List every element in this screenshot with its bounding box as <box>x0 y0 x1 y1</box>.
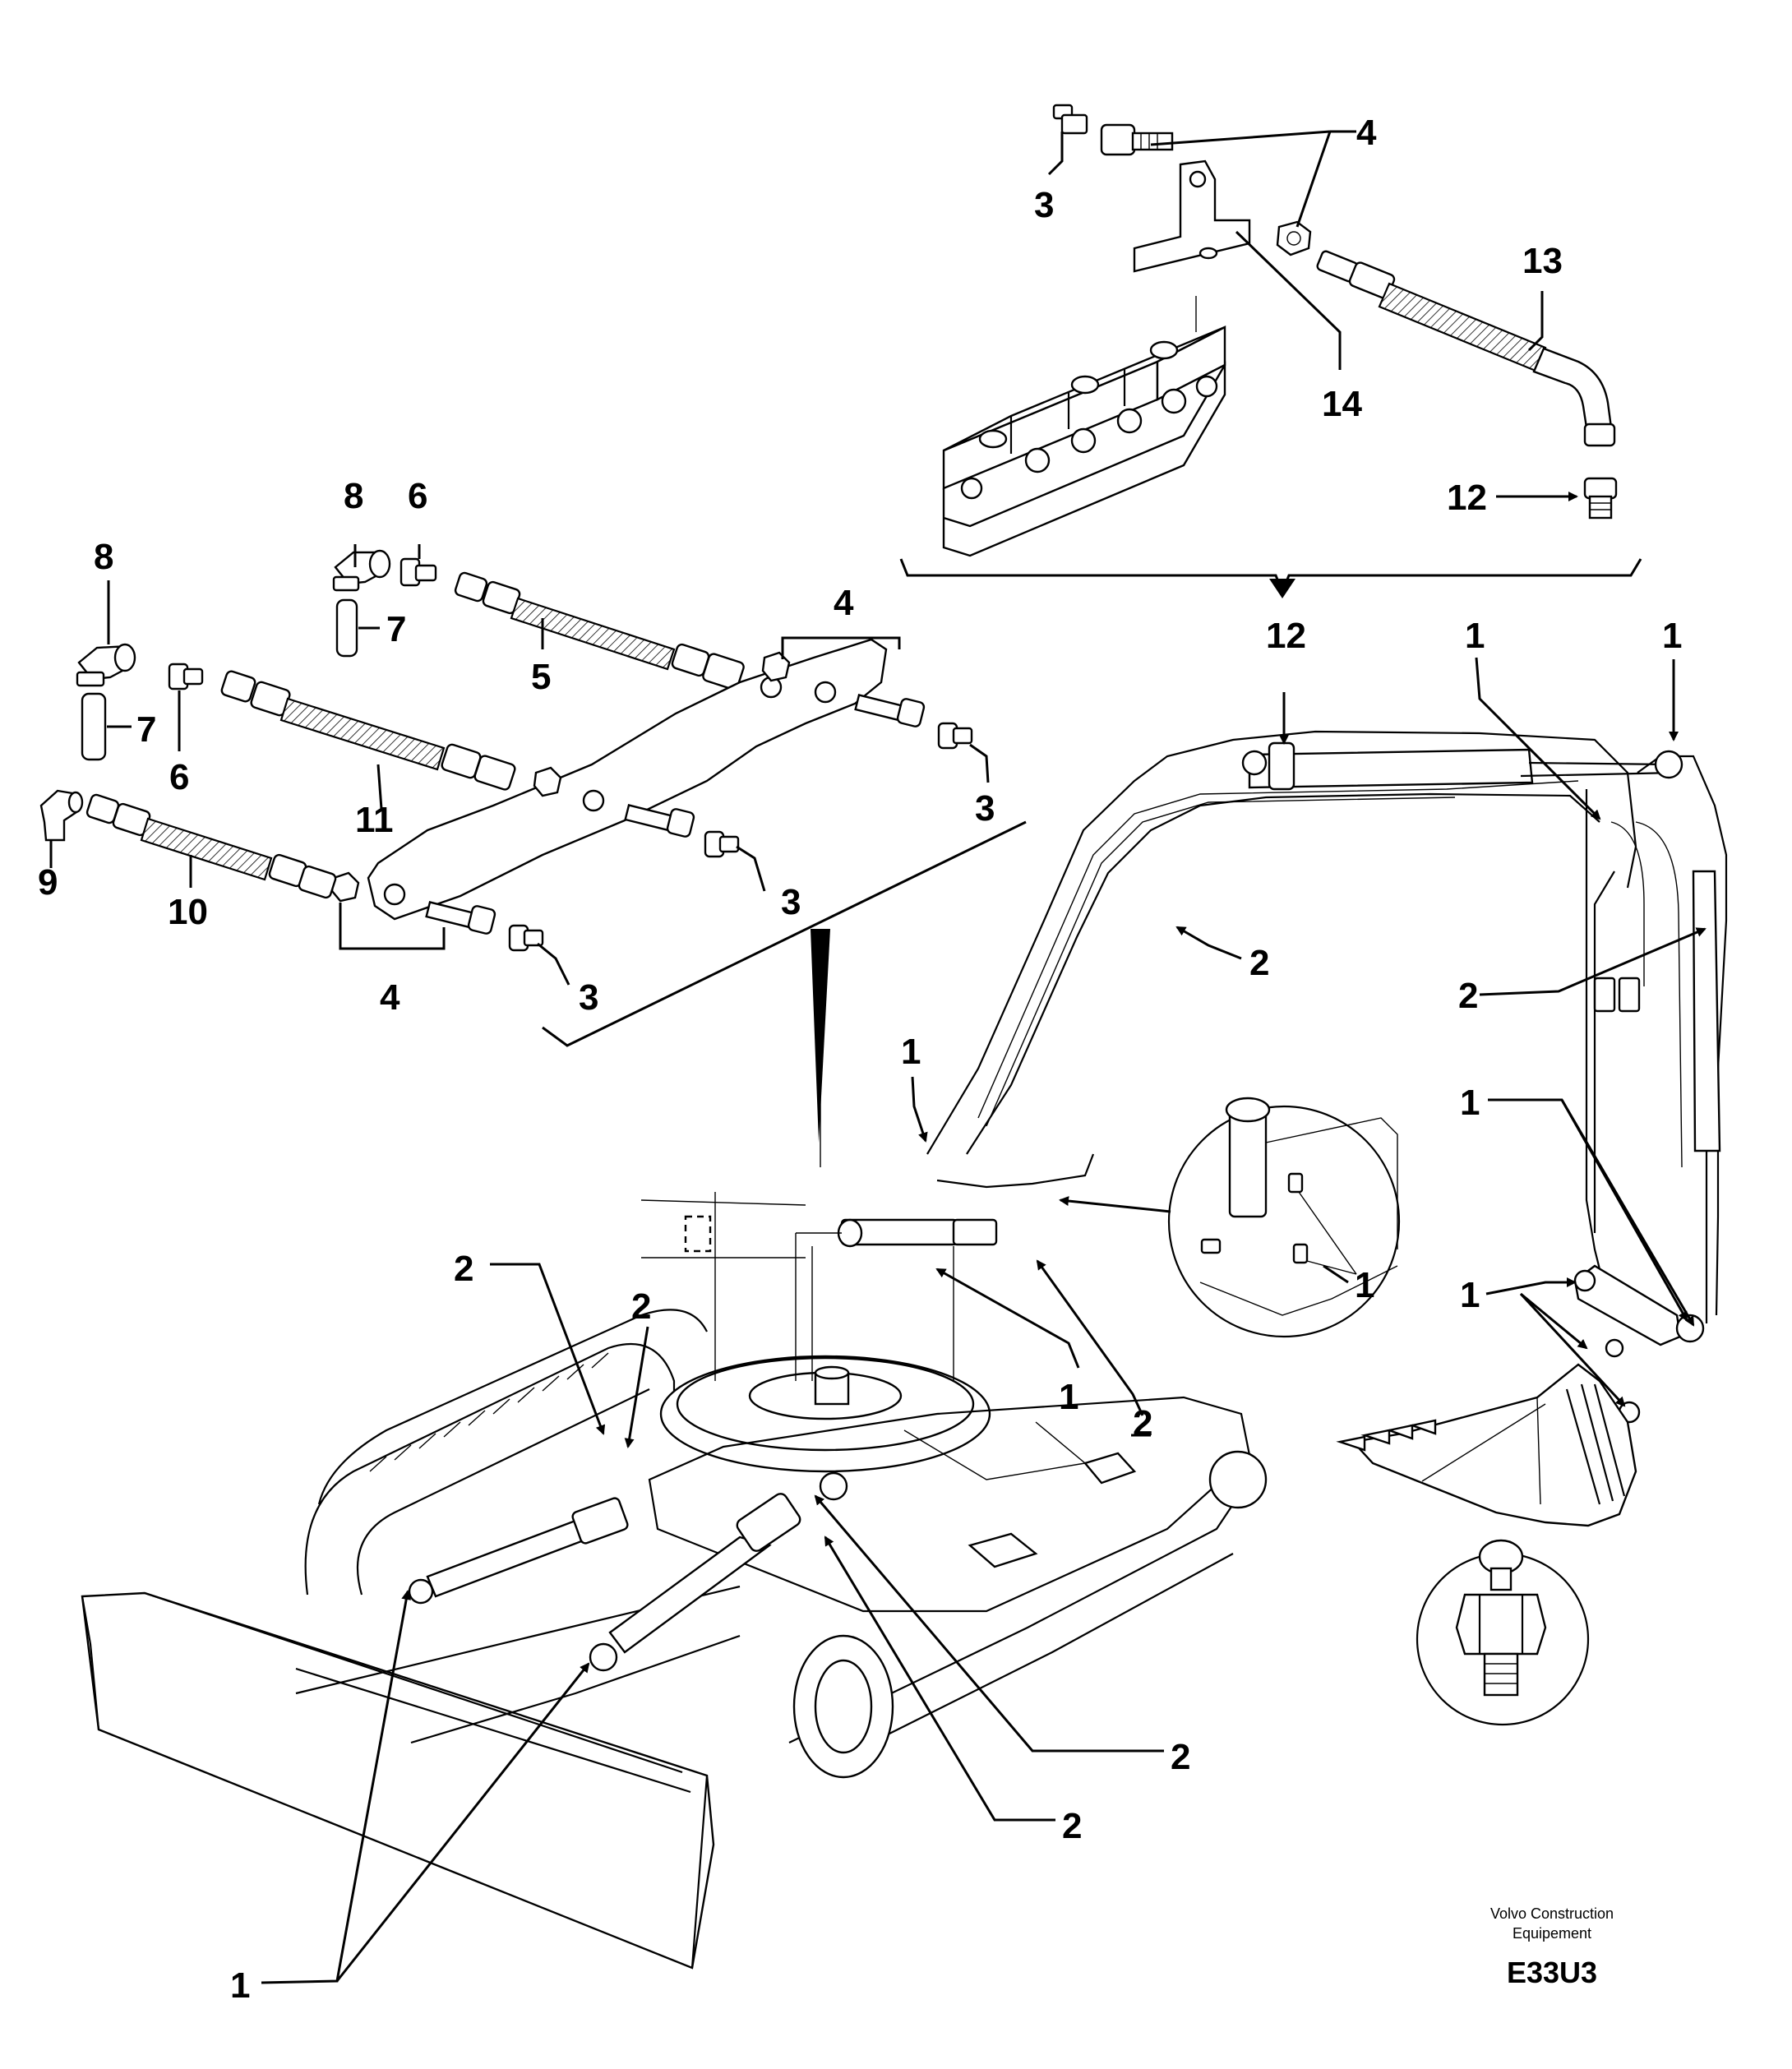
callout-1: 1 <box>1662 616 1682 656</box>
hose-kit-assembly <box>39 544 1027 1167</box>
dozer-blade <box>81 1591 715 1970</box>
blade-cylinder-left <box>408 1497 629 1605</box>
bracket-part <box>1133 159 1251 273</box>
callout-12: 12 <box>1447 478 1487 518</box>
callout-labels: 3 4 13 14 12 12 1 1 8 6 8 7 5 4 7 6 3 11… <box>38 113 1682 2006</box>
callout-2: 2 <box>1458 976 1478 1016</box>
nipple-3-part <box>508 924 544 952</box>
nut-part <box>533 766 562 797</box>
track-pads <box>369 1352 609 1472</box>
blade-cylinder-right <box>589 1471 848 1672</box>
callout-14: 14 <box>1322 384 1362 424</box>
callout-7: 7 <box>136 709 156 750</box>
callout-4: 4 <box>1356 113 1377 153</box>
callout-9: 9 <box>38 862 58 903</box>
nipple-3-part <box>704 830 740 858</box>
bolt-part <box>425 901 496 935</box>
caption-block: Volvo Construction Equipement E33U3 <box>1490 1905 1614 1989</box>
callout-1: 1 <box>1059 1377 1078 1417</box>
callout-3: 3 <box>975 788 995 829</box>
callout-3: 3 <box>579 977 598 1018</box>
hose-11-part <box>220 670 516 791</box>
grease-block-assembly <box>899 104 1642 598</box>
callout-3: 3 <box>781 882 801 922</box>
nipple-3-part <box>937 722 973 750</box>
callout-2: 2 <box>1249 943 1269 983</box>
bolt-part <box>624 804 695 838</box>
callout-4: 4 <box>380 977 400 1018</box>
nipple-7-part <box>81 692 107 761</box>
swing-ring <box>659 1355 991 1473</box>
cylinder-foot-detail <box>1167 1097 1401 1338</box>
hose-5-part <box>454 571 745 690</box>
mounting-plate-part <box>367 638 888 921</box>
callout-1: 1 <box>1460 1275 1480 1315</box>
callout-1: 1 <box>1355 1265 1374 1305</box>
undercarriage <box>81 1192 1268 1970</box>
nut-part <box>761 651 791 682</box>
callout-1: 1 <box>901 1032 921 1072</box>
callout-7: 7 <box>386 609 406 649</box>
callout-2: 2 <box>1133 1403 1152 1443</box>
callout-6: 6 <box>169 757 189 797</box>
boom-and-arm <box>926 730 1728 1527</box>
callout-5: 5 <box>531 657 551 697</box>
nipple-7-part <box>335 598 358 658</box>
maker-line-1: Volvo Construction <box>1490 1905 1614 1922</box>
elbow-8-part <box>332 549 391 592</box>
bolt-part <box>854 694 926 727</box>
callout-leaders <box>261 657 1707 1984</box>
elbow-8-part <box>76 643 136 687</box>
fitting-6-part <box>400 557 437 587</box>
nut-part <box>1276 220 1312 256</box>
callout-2: 2 <box>1171 1737 1190 1777</box>
callout-6: 6 <box>408 476 427 516</box>
bolt-part <box>1100 123 1174 156</box>
callout-13: 13 <box>1522 241 1563 281</box>
callout-8: 8 <box>344 476 363 516</box>
callout-1: 1 <box>230 1965 250 2006</box>
fitting-6-part <box>168 663 204 690</box>
callout-1: 1 <box>1460 1083 1480 1123</box>
callout-11: 11 <box>355 800 394 840</box>
callout-2: 2 <box>631 1286 651 1327</box>
callout-3: 3 <box>1034 185 1054 225</box>
callout-1: 1 <box>1465 616 1485 656</box>
maker-line-2: Equipement <box>1513 1925 1591 1942</box>
distributor-block-part <box>942 296 1226 557</box>
hose-part <box>1316 250 1616 447</box>
callout-10: 10 <box>168 892 208 932</box>
fitting-12-part <box>1583 477 1618 520</box>
callout-2: 2 <box>454 1249 473 1289</box>
callout-4: 4 <box>834 583 854 623</box>
callout-8: 8 <box>94 537 113 577</box>
callout-12: 12 <box>1266 616 1306 656</box>
elbow-9-part <box>39 789 84 842</box>
grease-nipple-detail <box>1416 1539 1590 1726</box>
callout-2: 2 <box>1062 1806 1082 1846</box>
hose-10-part <box>85 793 337 899</box>
grease-nipple-part <box>1052 104 1088 135</box>
figure-code: E33U3 <box>1507 1956 1597 1989</box>
